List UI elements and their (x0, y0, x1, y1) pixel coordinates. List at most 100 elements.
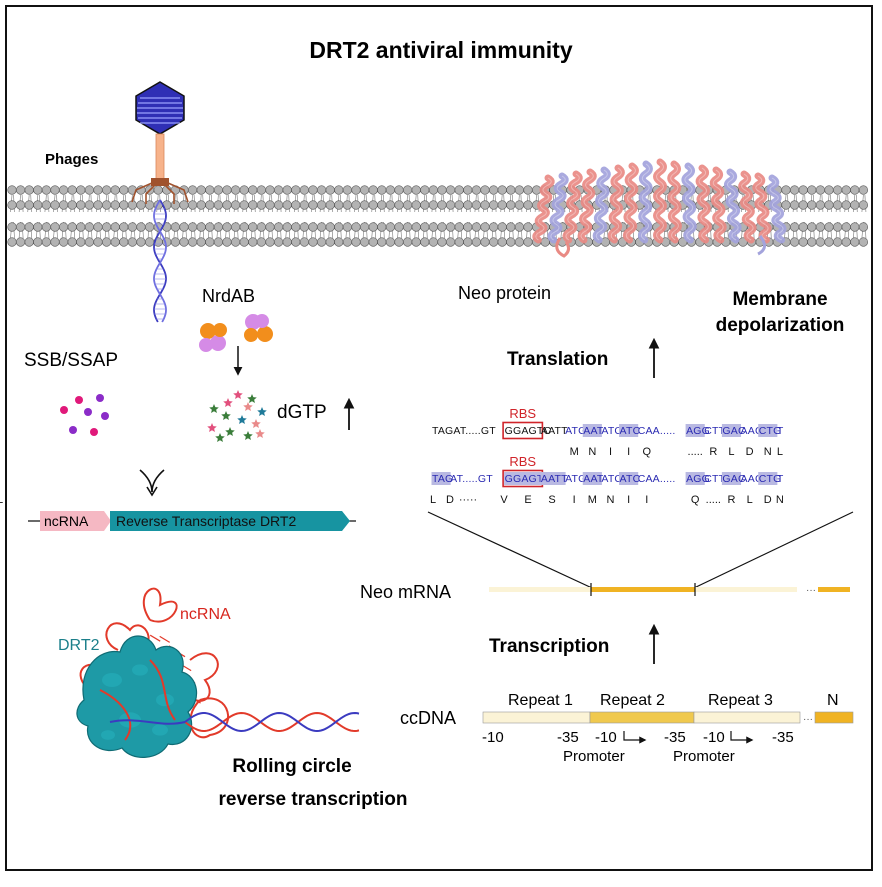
marker-minus10-b: -10 (595, 729, 617, 746)
rolling-circle-label-2: reverse transcription (218, 789, 407, 810)
seq-prefix-b: AT (450, 473, 463, 485)
seq-prefix: TAGAT.....GT (432, 425, 496, 437)
ssb-ssap-proteins (60, 394, 109, 436)
amino-acid: I (609, 446, 612, 458)
codon: CAA..... (638, 425, 676, 437)
codon: CTG (759, 473, 782, 485)
transcription-label: Transcription (489, 636, 609, 657)
codon: AAC (741, 425, 763, 437)
amino-acid: ····· (459, 494, 477, 506)
amino-acid: V (500, 494, 508, 506)
neo-mrna-label: Neo mRNA (360, 582, 451, 602)
codon: ATC (601, 425, 622, 437)
repeat-2-label: Repeat 2 (600, 692, 665, 709)
seq-prefix-c: .....GT (462, 473, 493, 485)
rbs-label: RBS (509, 454, 536, 469)
codon: AGG (686, 473, 710, 485)
phage-tail-fibers (131, 182, 189, 204)
repeat-1-label: Repeat 1 (508, 692, 573, 709)
seq-spacer: AATT (541, 473, 568, 485)
marker-minus35-c: -35 (772, 729, 794, 746)
amino-acid: Q (691, 494, 700, 506)
ncrna-gene-label: ncRNA (44, 513, 89, 529)
promoter-arrow-2 (730, 731, 754, 744)
drt2-gene (110, 511, 350, 531)
terminal-block (814, 711, 854, 724)
amino-acid: I (573, 494, 576, 506)
seq-prefix-a: TAG (432, 473, 453, 485)
amino-acid: L (728, 446, 734, 458)
translation-label: Translation (507, 349, 608, 370)
repeat-2-block (589, 711, 695, 724)
neo-protein-label: Neo protein (458, 283, 551, 303)
codon: ATG (565, 473, 586, 485)
marker-minus35-b: -35 (664, 729, 686, 746)
codon: CTT (704, 473, 725, 485)
rolling-circle-label-1: Rolling circle (232, 756, 351, 777)
amino-acid: I (627, 494, 630, 506)
amino-acid: L (0, 494, 3, 506)
dgtp-label: dGTP (277, 402, 327, 423)
codon: CAA..... (638, 473, 676, 485)
title: DRT2 antiviral immunity (309, 37, 572, 63)
ccdna-map: ··· Repeat 1 Repeat 2 Repeat 3 N -10 -35… (482, 692, 854, 765)
codon: GAC (722, 425, 746, 437)
promoter-arrow-1 (623, 731, 647, 744)
codon: AAT (583, 425, 604, 437)
codon: CTT (704, 425, 725, 437)
amino-acid: L (430, 494, 436, 506)
phage-baseplate (151, 178, 169, 186)
drt2-gene-label: Reverse Transcriptase DRT2 (116, 513, 296, 529)
phage (131, 81, 189, 204)
amino-acid: N (588, 446, 596, 458)
rbs-sequence: GGAGTC (505, 425, 552, 437)
rolling-circle-complex (76, 587, 360, 758)
codon: GAC (722, 473, 746, 485)
codon: AGG (686, 425, 710, 437)
promoter-label-2: Promoter (673, 748, 735, 765)
amino-acid: L (777, 446, 783, 458)
nrdab-complex (199, 314, 273, 352)
codon: ATC (620, 425, 641, 437)
amino-acid: D (746, 446, 754, 458)
codon: CTG (759, 425, 782, 437)
codon: AAC (741, 473, 763, 485)
phage-tail (155, 133, 165, 181)
amino-acid: M (570, 446, 579, 458)
amino-acid: ..... (706, 494, 721, 506)
amino-acid: Q (642, 446, 651, 458)
codon: T (777, 425, 784, 437)
repeat-3-label: Repeat 3 (708, 692, 773, 709)
neo-mrna: ··· (489, 583, 850, 596)
amino-acid: ..... (688, 446, 703, 458)
marker-minus10-c: -10 (703, 729, 725, 746)
codon: T (777, 473, 784, 485)
codon: ATC (620, 473, 641, 485)
amino-acid: N (764, 446, 772, 458)
marker-minus10-a: -10 (482, 729, 504, 746)
ncrna-structure-label: ncRNA (180, 606, 231, 623)
codon: ATC (601, 473, 622, 485)
amino-acid: N (776, 494, 784, 506)
neo-protein-structure (532, 158, 787, 258)
membrane-depolarization-label-1: Membrane (732, 289, 827, 310)
marker-minus35-a: -35 (557, 729, 579, 746)
amino-acid: S (548, 494, 555, 506)
amino-acid: D (446, 494, 454, 506)
rbs-label: RBS (509, 406, 536, 421)
amino-acid: N (606, 494, 614, 506)
repeat-1-block (482, 711, 591, 724)
nrdab-label: NrdAB (202, 286, 255, 306)
amino-acid: R (709, 446, 717, 458)
codon: ATG (565, 425, 586, 437)
rbs-sequence: GGAGTC (505, 473, 552, 485)
amino-acid: D (764, 494, 772, 506)
zoom-line-right (693, 511, 854, 589)
ssb-ssap-label: SSB/SSAP (24, 350, 118, 371)
amino-acid: E (524, 494, 531, 506)
injected-dna-helix (153, 199, 167, 323)
rbs-box (502, 421, 544, 440)
